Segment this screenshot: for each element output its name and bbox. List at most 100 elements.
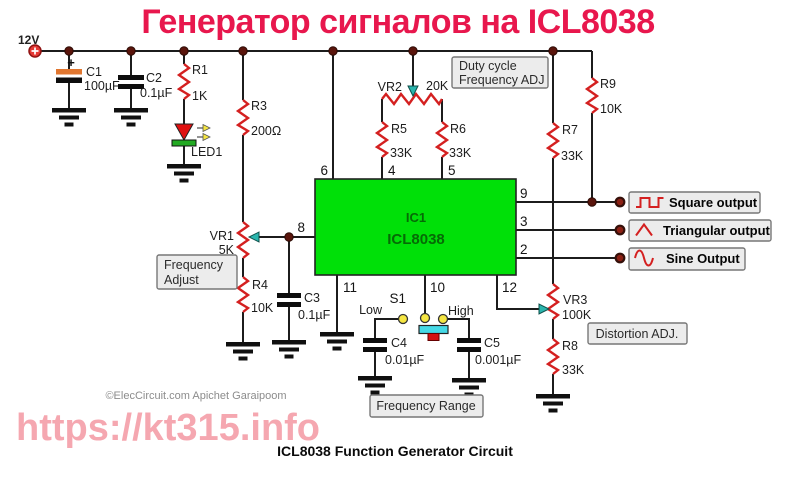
vr3-value: 100K — [562, 308, 592, 322]
resistor-r6: R6 33K — [434, 121, 472, 160]
led-triangle-icon — [174, 123, 194, 142]
capacitor-c1: + C1 100µF — [56, 55, 120, 93]
frequency-adjust-line2: Adjust — [164, 273, 199, 287]
ground-symbol — [226, 342, 260, 361]
resistor-r1: R1 1K — [176, 63, 208, 103]
resistor-r5: R5 33K — [374, 121, 413, 160]
ground-symbol — [452, 378, 486, 397]
capacitor-c2: C2 0.1µF — [118, 71, 173, 100]
ic-ref: IC1 — [406, 210, 426, 225]
frequency-adjust-line1: Frequency — [164, 258, 224, 272]
ic-part-number: ICL8038 — [387, 231, 445, 248]
ground-symbol — [272, 340, 306, 359]
led1: LED1 — [171, 123, 222, 159]
callout-distortion: Distortion ADJ. — [587, 322, 688, 345]
s1-contact-common — [419, 312, 431, 324]
potentiometer-vr2: VR2 20K — [378, 79, 449, 107]
c1-polarity: + — [67, 55, 75, 70]
duty-cycle-line1: Duty cycle — [459, 59, 517, 73]
watermark-text: https://kt315.info — [16, 407, 320, 449]
output-sine: Sine Output — [614, 247, 746, 271]
s1-low-label: Low — [359, 303, 383, 317]
c4-ref: C4 — [391, 336, 407, 350]
c1-positive-plate — [56, 69, 82, 75]
s1-slider — [418, 324, 449, 335]
pin-3: 3 — [520, 214, 528, 229]
ground-symbol — [52, 108, 86, 127]
junction-dot — [328, 46, 338, 56]
resistor-r4: R4 10K — [235, 276, 274, 315]
junction-dot — [126, 46, 136, 56]
callout-frequency-range: Frequency Range — [369, 394, 484, 418]
vr2-wiper-arrow — [407, 85, 419, 98]
vr1-value: 5K — [219, 243, 235, 257]
r6-ref: R6 — [450, 122, 466, 136]
c5-value: 0.001µF — [475, 353, 521, 367]
c3-ref: C3 — [304, 291, 320, 305]
led-cathode-bar — [171, 139, 197, 147]
pin-6: 6 — [320, 163, 328, 178]
sine-wave-icon — [634, 249, 654, 267]
resistor-r7: R7 33K — [545, 122, 584, 163]
r8-ref: R8 — [562, 339, 578, 353]
sine-output-terminal — [614, 252, 626, 264]
r8-value: 33K — [562, 363, 585, 377]
caption-text: ICL8038 Function Generator Circuit — [277, 443, 513, 459]
square-wave-icon — [636, 197, 664, 208]
credit-text: ©ElecCircuit.com Apichet Garaipoom — [105, 390, 286, 402]
potentiometer-vr3: VR3 100K — [538, 283, 592, 322]
resistor-r3: R3 200Ω — [235, 99, 281, 138]
led-light-arrows-icon — [197, 123, 211, 142]
junction-dot — [408, 46, 418, 56]
ground-symbol — [536, 394, 570, 413]
r6-value: 33K — [449, 146, 472, 160]
junction-dot — [179, 46, 189, 56]
r9-value: 10K — [600, 102, 623, 116]
r3-ref: R3 — [251, 99, 267, 113]
c1-negative-plate — [56, 77, 82, 83]
ground-symbol — [167, 164, 201, 183]
r5-ref: R5 — [391, 122, 407, 136]
pin-2: 2 — [520, 242, 528, 257]
c3-value: 0.1µF — [298, 308, 331, 322]
s1-ref: S1 — [389, 291, 406, 306]
r7-value: 33K — [561, 149, 584, 163]
ic-body — [314, 178, 517, 276]
resistor-r8: R8 33K — [545, 338, 585, 377]
vr1-ref: VR1 — [210, 229, 234, 243]
triangular-output-label: Triangular output — [663, 223, 771, 238]
c4-value: 0.01µF — [385, 353, 425, 367]
ground-symbol — [320, 332, 354, 351]
vr2-value: 20K — [426, 79, 449, 93]
sine-output-label: Sine Output — [666, 251, 740, 266]
r1-ref: R1 — [192, 63, 208, 77]
frequency-range-label: Frequency Range — [376, 399, 475, 413]
pin-12: 12 — [502, 280, 517, 295]
callout-duty-cycle: Duty cycle Frequency ADJ — [451, 56, 549, 89]
callout-frequency-adjust: Frequency Adjust — [156, 254, 238, 290]
pin-5: 5 — [448, 163, 456, 178]
c2-value: 0.1µF — [140, 86, 173, 100]
vr3-wiper-arrow — [538, 303, 551, 315]
junction-dot — [587, 197, 597, 207]
power-terminal-12v: 12V — [18, 33, 42, 58]
r4-ref: R4 — [252, 278, 268, 292]
ic1-icl8038: IC1 ICL8038 — [314, 178, 517, 276]
vr3-ref: VR3 — [563, 293, 587, 307]
pin-10: 10 — [430, 280, 445, 295]
c5-ref: C5 — [484, 336, 500, 350]
capacitor-c3: C3 0.1µF — [277, 291, 331, 322]
c2-ref: C2 — [146, 71, 162, 85]
switch-s1: S1 Low High — [359, 291, 474, 341]
capacitor-c4: C4 0.01µF — [363, 336, 425, 367]
square-output-label: Square output — [669, 195, 758, 210]
led1-ref: LED1 — [191, 145, 222, 159]
s1-handle — [427, 333, 440, 341]
r1-value: 1K — [192, 89, 208, 103]
pin-numbers: 6 4 5 9 3 2 8 11 10 12 — [297, 163, 527, 295]
junction-dot — [238, 46, 248, 56]
junction-dot — [548, 46, 558, 56]
junction-dots — [64, 46, 597, 242]
pin-8: 8 — [297, 220, 305, 235]
vr2-ref: VR2 — [378, 80, 402, 94]
